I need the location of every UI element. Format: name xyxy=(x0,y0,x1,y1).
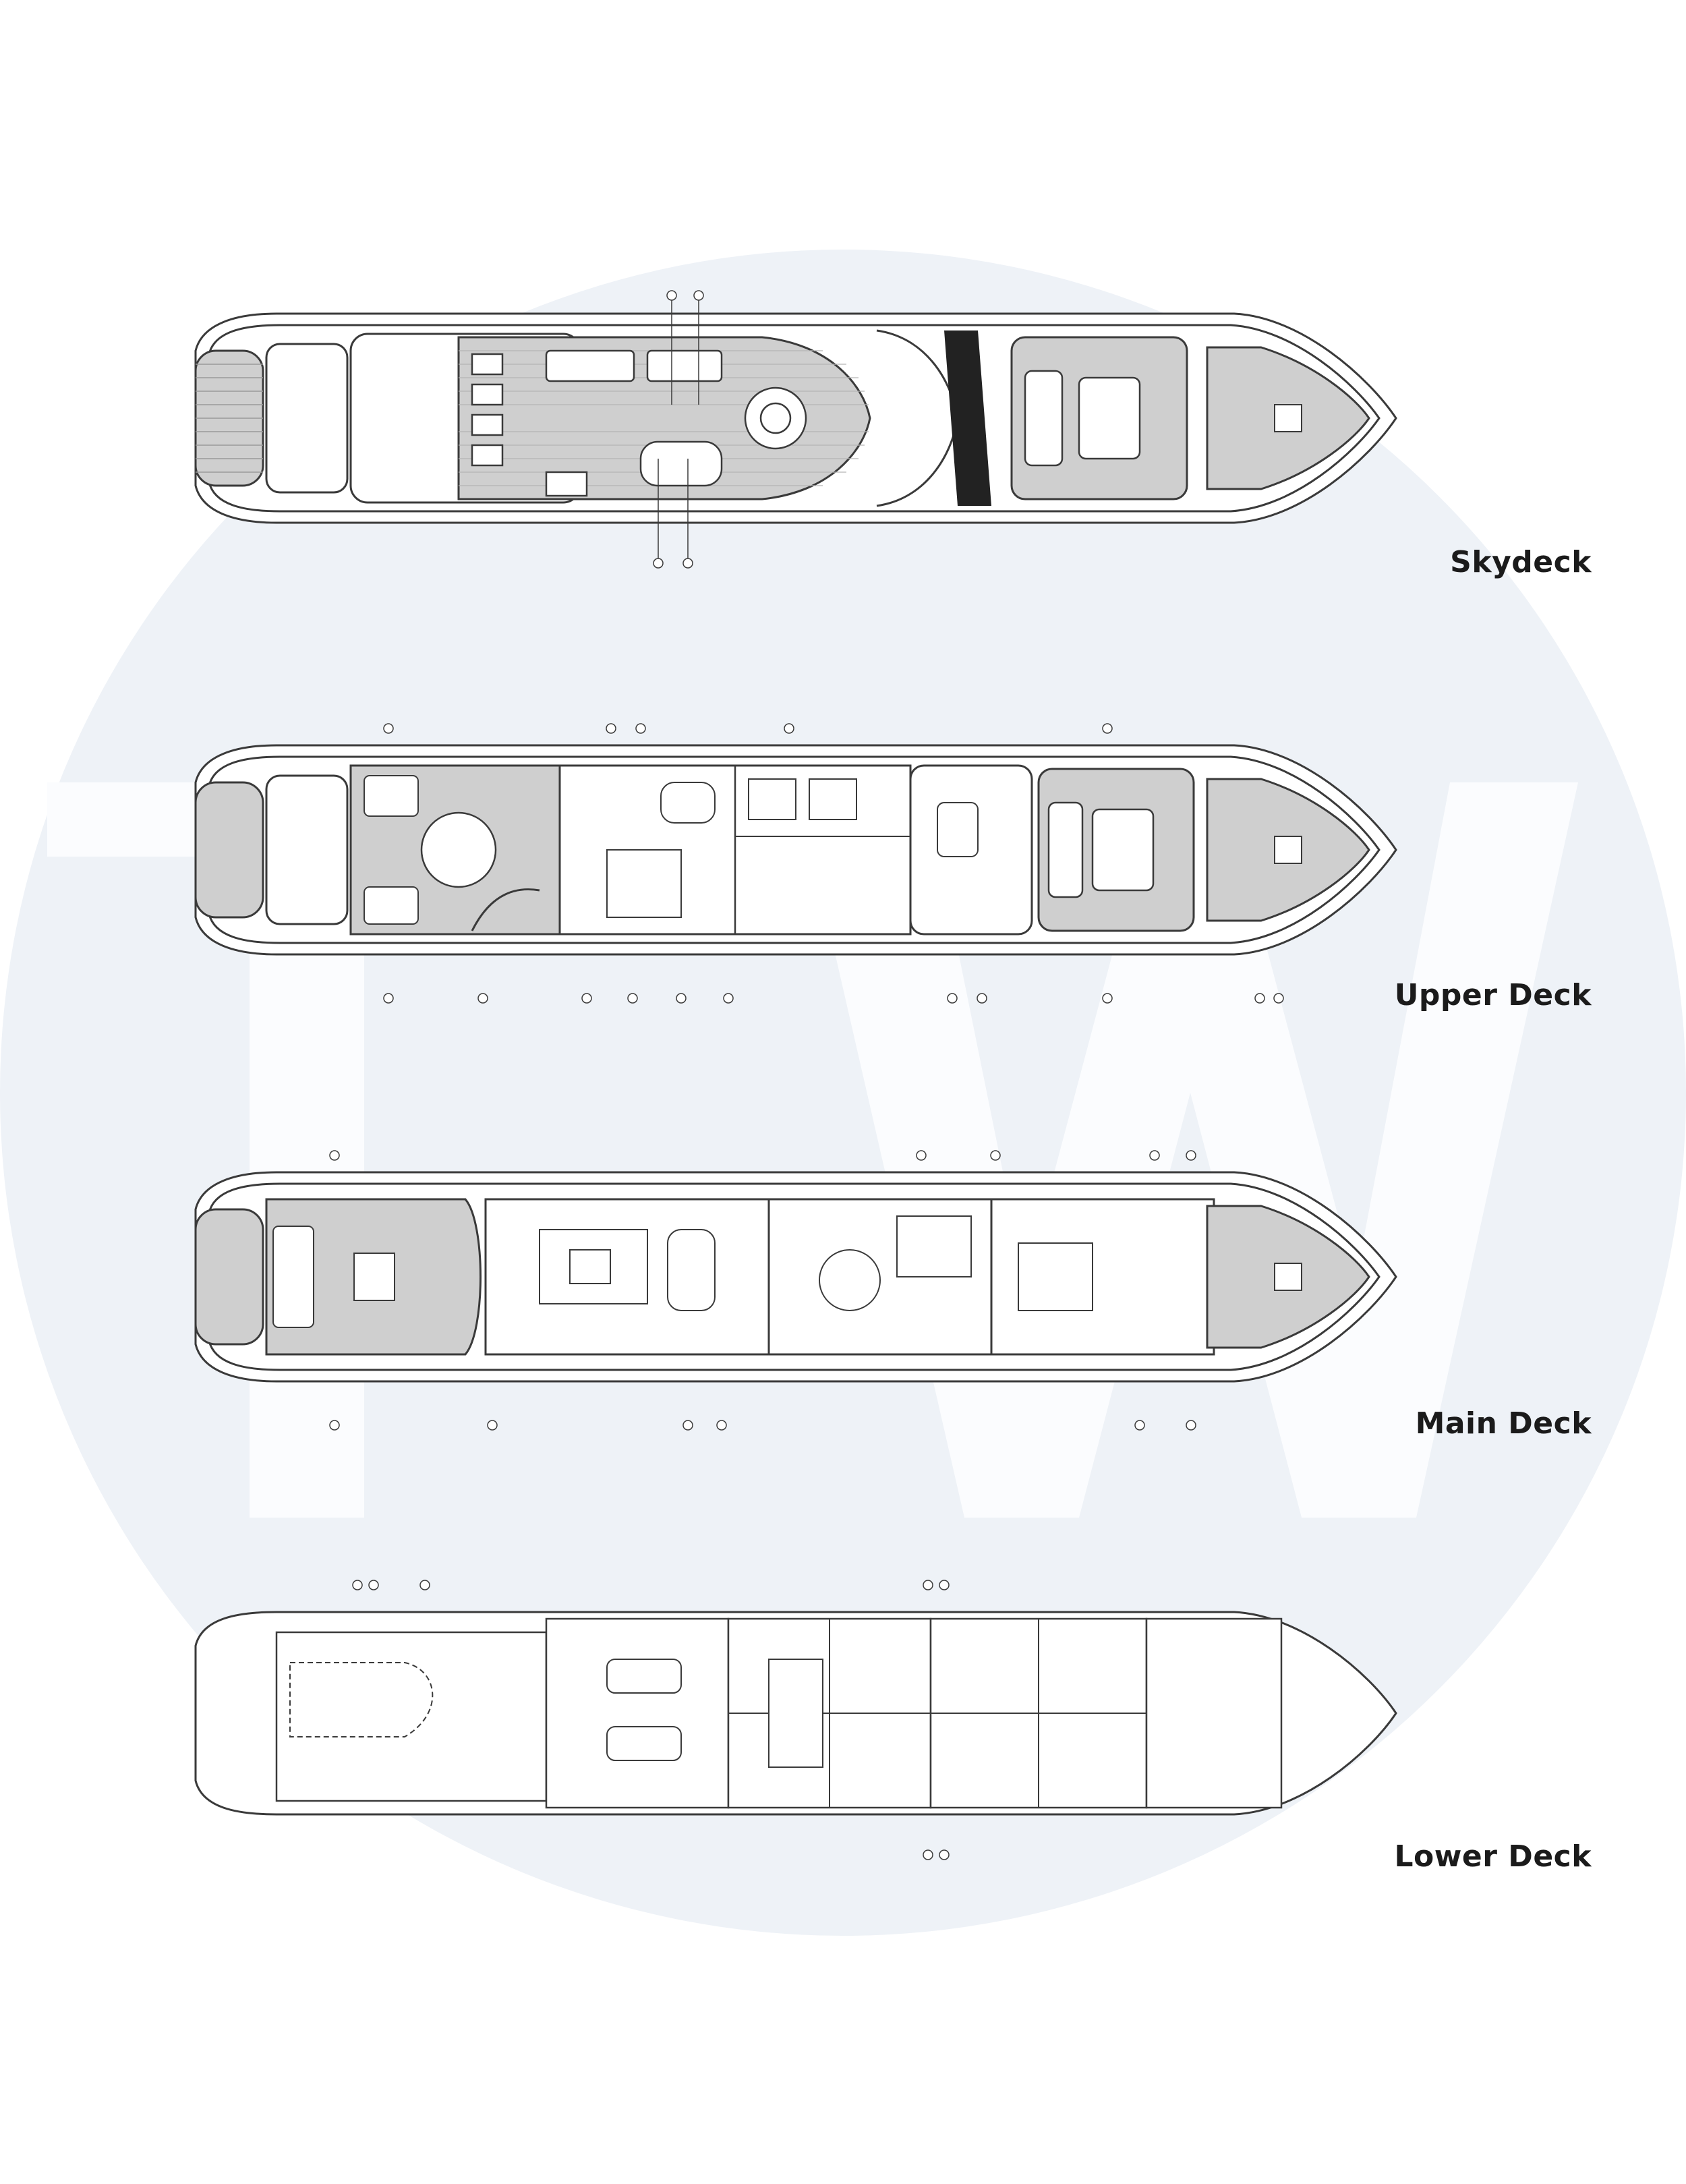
watermark-circle xyxy=(0,250,1686,1936)
upper-deck-label: Upper Deck xyxy=(1394,978,1592,1012)
lower-deck-label: Lower Deck xyxy=(1394,1839,1592,1874)
main-deck-label: Main Deck xyxy=(1415,1406,1592,1441)
main-deck-plan xyxy=(194,1150,1397,1431)
skydeck-plan xyxy=(194,290,1397,569)
upper-deck-plan xyxy=(194,723,1397,1004)
lower-deck-plan xyxy=(194,1580,1397,1860)
skydeck-label: Skydeck xyxy=(1450,545,1592,579)
